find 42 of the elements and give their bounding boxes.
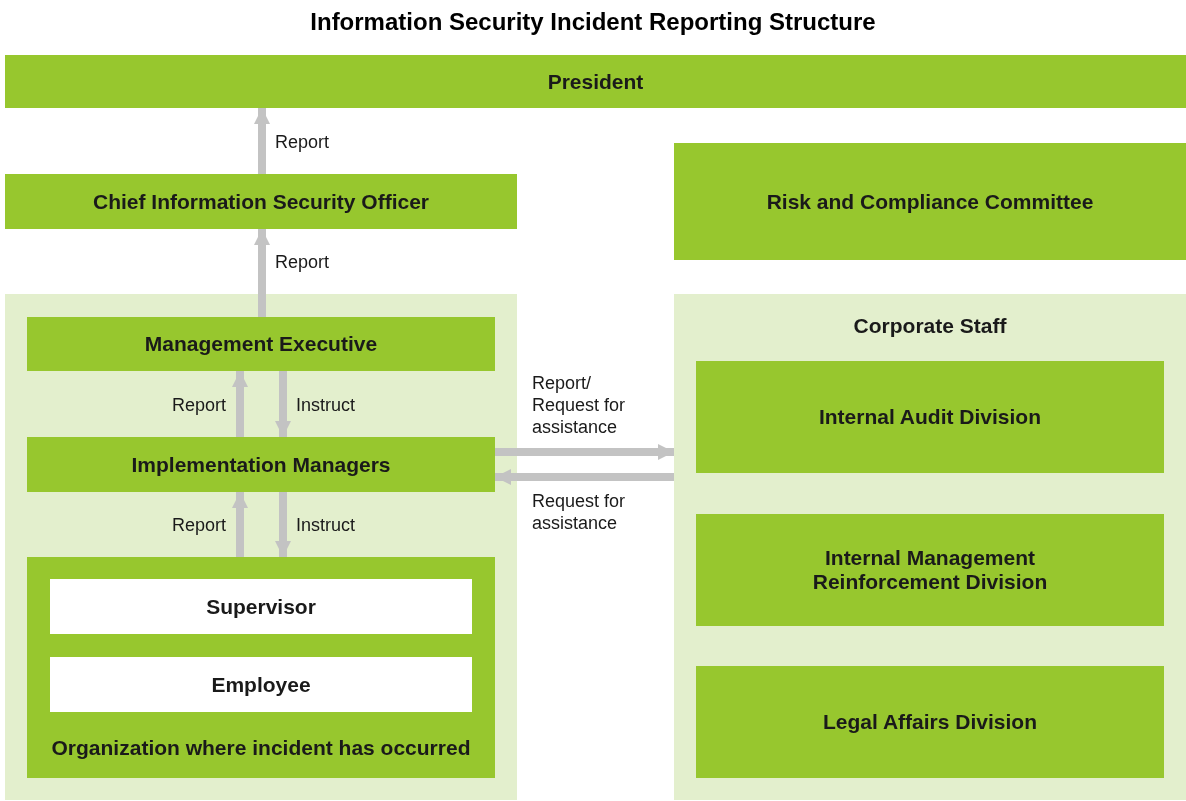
box-label: Supervisor bbox=[205, 594, 317, 619]
arrow bbox=[275, 492, 291, 557]
role-box bbox=[5, 55, 1186, 108]
box-label: Risk and Compliance Committee bbox=[765, 189, 1095, 214]
edge-label: Instruct bbox=[296, 514, 356, 536]
role-box bbox=[27, 437, 495, 492]
edge-label: Instruct bbox=[296, 394, 356, 416]
arrow bbox=[275, 371, 291, 437]
edge-label: Report bbox=[171, 514, 226, 536]
box-label: Internal Management Reinforcement Division bbox=[811, 546, 1049, 594]
box-label: Internal Audit Division bbox=[817, 405, 1043, 429]
box-label: Implementation Managers bbox=[130, 452, 392, 477]
arrow bbox=[254, 108, 270, 174]
arrow bbox=[495, 469, 674, 485]
edge-label: Report bbox=[171, 394, 226, 416]
edge-label: Request for assistance bbox=[532, 490, 627, 534]
panel-background bbox=[5, 294, 517, 800]
division-box bbox=[696, 361, 1164, 473]
organization-box bbox=[27, 557, 495, 778]
role-box bbox=[50, 579, 472, 634]
role-box bbox=[27, 317, 495, 371]
box-label: Management Executive bbox=[143, 332, 379, 356]
edge-label: Report/ Request for assistance bbox=[532, 372, 627, 438]
arrow bbox=[232, 492, 248, 557]
role-box bbox=[5, 174, 517, 229]
box-label: Employee bbox=[210, 672, 312, 697]
edge-label: Report bbox=[275, 131, 330, 153]
arrow bbox=[232, 371, 248, 437]
role-box bbox=[50, 657, 472, 712]
committee-box bbox=[674, 143, 1186, 260]
box-label: Chief Information Security Officer bbox=[91, 189, 431, 214]
heading: Corporate Staff bbox=[852, 314, 1008, 338]
box-label: Legal Affairs Division bbox=[822, 710, 1038, 734]
diagram-title: Information Security Incident Reporting Structure bbox=[309, 8, 877, 36]
panel-background bbox=[674, 294, 1186, 800]
edge-label: Report bbox=[275, 251, 330, 273]
division-box bbox=[696, 666, 1164, 778]
arrow bbox=[254, 229, 270, 317]
division-box bbox=[696, 514, 1164, 626]
box-label: President bbox=[546, 69, 645, 94]
heading: Organization where incident has occurred bbox=[50, 736, 472, 760]
arrow bbox=[495, 444, 674, 460]
